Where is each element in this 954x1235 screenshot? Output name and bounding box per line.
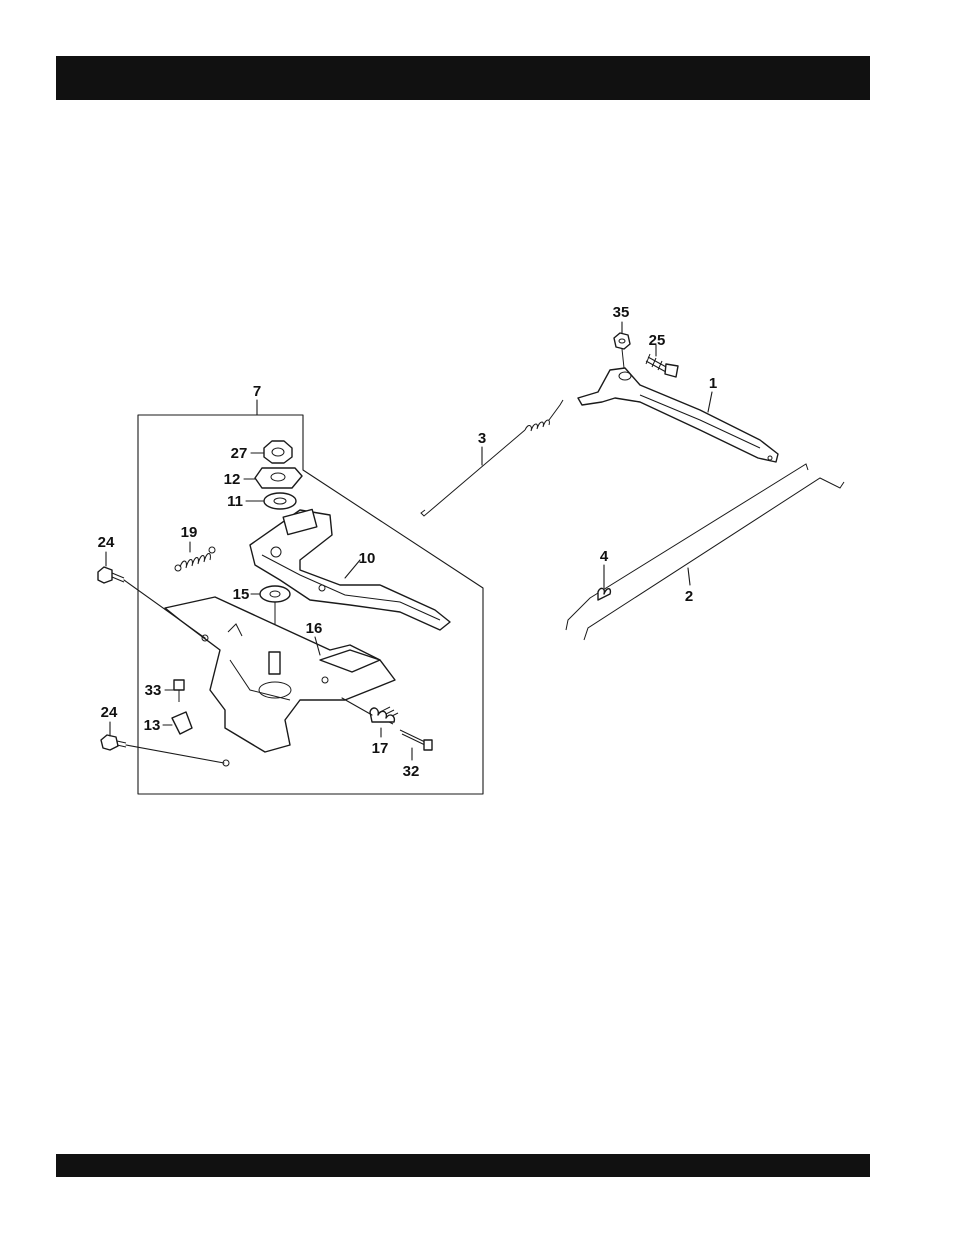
callout-7: 7 (253, 383, 261, 400)
callout-10: 10 (359, 550, 376, 567)
spring-17 (370, 707, 398, 724)
callout-33: 33 (145, 682, 162, 699)
washer-11 (264, 493, 296, 509)
governor-arm-10 (250, 509, 450, 630)
callout-25: 25 (649, 332, 666, 349)
leader-1 (708, 392, 712, 412)
callout-19: 19 (181, 524, 198, 541)
bolt-24-upper (98, 567, 124, 583)
nut-27 (264, 441, 292, 463)
plate-12 (255, 468, 302, 488)
clip-13 (172, 712, 192, 734)
callout-35: 35 (613, 304, 630, 321)
callout-2: 2 (685, 588, 693, 605)
spring-19 (175, 547, 215, 571)
callout-12: 12 (224, 471, 241, 488)
callout-1: 1 (709, 375, 717, 392)
bracket-16 (165, 597, 395, 766)
bolt-25 (646, 354, 678, 377)
leader-24-lower-path (126, 745, 224, 763)
nut-35 (614, 333, 630, 349)
callout-17: 17 (372, 740, 389, 757)
spring-4 (598, 588, 610, 600)
washer-15 (260, 586, 290, 602)
callout-27: 27 (231, 445, 248, 462)
callout-24-upper: 24 (98, 534, 115, 551)
screw-33 (174, 680, 184, 702)
rod-3 (421, 400, 563, 516)
callout-16: 16 (306, 620, 323, 637)
callout-32: 32 (403, 763, 420, 780)
shaft-35 (622, 349, 624, 368)
leader-17-path (342, 698, 372, 715)
callout-11: 11 (227, 493, 243, 510)
callout-4: 4 (600, 548, 609, 565)
callout-13: 13 (144, 717, 161, 734)
bolt-24-lower (101, 735, 126, 750)
callout-3: 3 (478, 430, 486, 447)
leader-2 (688, 568, 690, 585)
callout-24-lower: 24 (101, 704, 118, 721)
callout-15: 15 (233, 586, 250, 603)
bolt-32 (400, 730, 432, 750)
lever-1 (578, 368, 778, 462)
